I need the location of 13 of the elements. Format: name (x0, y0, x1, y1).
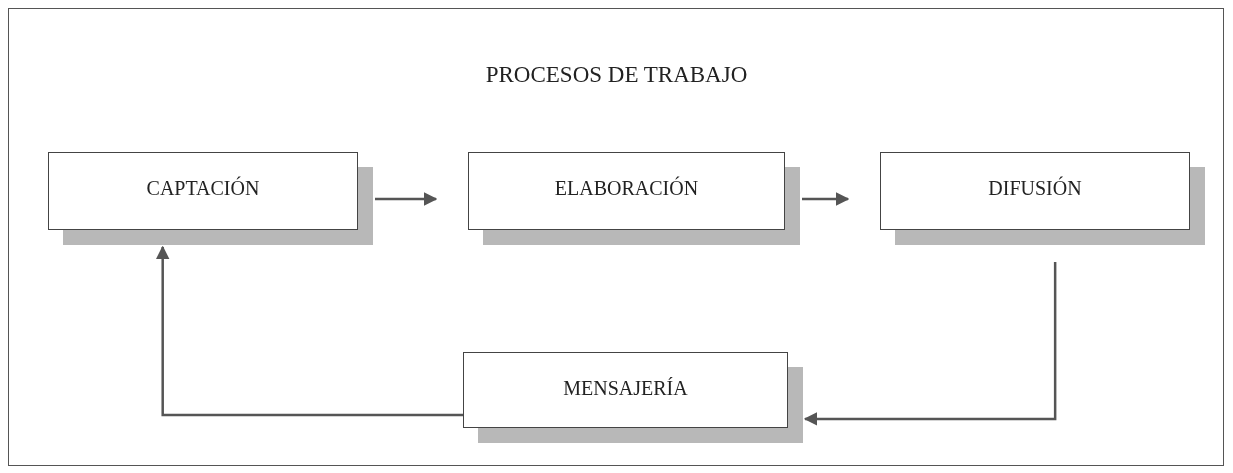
arrow (803, 262, 1057, 426)
box-label: MENSAJERÍA (563, 376, 688, 401)
process-box (468, 152, 785, 230)
process-box (463, 352, 788, 428)
box-label: DIFUSIÓN (988, 175, 1082, 201)
process-box (48, 152, 358, 230)
title: PROCESOS DE TRABAJO (484, 61, 749, 89)
arrow (155, 245, 463, 417)
arrow (802, 192, 850, 206)
process-box (880, 152, 1190, 230)
box-label: ELABORACIÓN (554, 175, 699, 201)
arrow (375, 192, 438, 206)
box-label: CAPTACIÓN (146, 175, 260, 201)
